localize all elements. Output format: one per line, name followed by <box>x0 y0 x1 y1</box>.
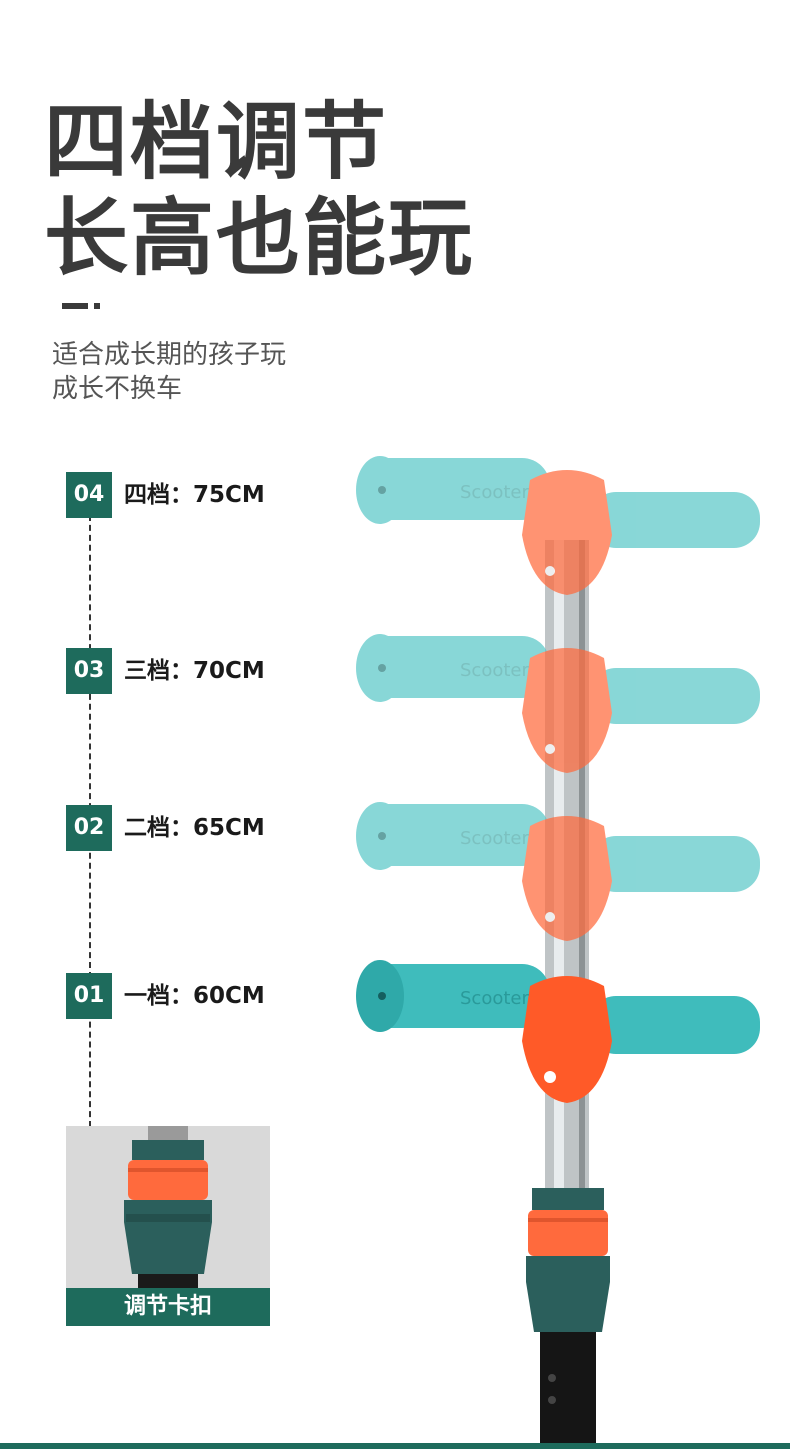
level-1-label: 一档：60CM <box>124 983 265 1009</box>
level-3-badge: 03 <box>66 648 112 694</box>
subtitle-line-1: 适合成长期的孩子玩 <box>52 340 287 370</box>
handlebar-level-1: Scooter <box>356 960 760 1103</box>
grip-text-4: Scooter <box>460 482 529 503</box>
decorative-dash <box>62 303 88 309</box>
bottom-accent-bar <box>0 1443 790 1449</box>
grip-text-2: Scooter <box>460 828 529 849</box>
headline-line-1: 四档调节 <box>44 93 389 191</box>
level-2-badge: 02 <box>66 805 112 851</box>
decorative-dot <box>94 303 100 309</box>
level-4-badge: 04 <box>66 472 112 518</box>
level-3-label: 三档：70CM <box>124 658 265 684</box>
grip-text-1: Scooter <box>460 988 529 1009</box>
handlebar-level-2: Scooter <box>356 802 760 941</box>
level-2-label: 二档：65CM <box>124 815 265 841</box>
level-1-badge: 01 <box>66 973 112 1019</box>
clamp-detail-caption: 调节卡扣 <box>66 1288 270 1326</box>
adjustment-clamp-illustration <box>124 1126 212 1296</box>
level-4-label: 四档：75CM <box>124 482 265 508</box>
handlebar-level-4: Scooter <box>356 456 760 595</box>
headline-line-2: 长高也能玩 <box>44 189 475 287</box>
stem-clamp <box>526 1188 610 1332</box>
clamp-detail-panel: 调节卡扣 <box>66 1126 270 1326</box>
subtitle-line-2: 成长不换车 <box>52 374 183 404</box>
lower-tube <box>540 1320 596 1449</box>
handlebar-level-3: Scooter <box>356 634 760 773</box>
scooter-handlebar-illustration: Scooter Scooter Scooter Scooter <box>356 456 760 1449</box>
grip-text-3: Scooter <box>460 660 529 681</box>
